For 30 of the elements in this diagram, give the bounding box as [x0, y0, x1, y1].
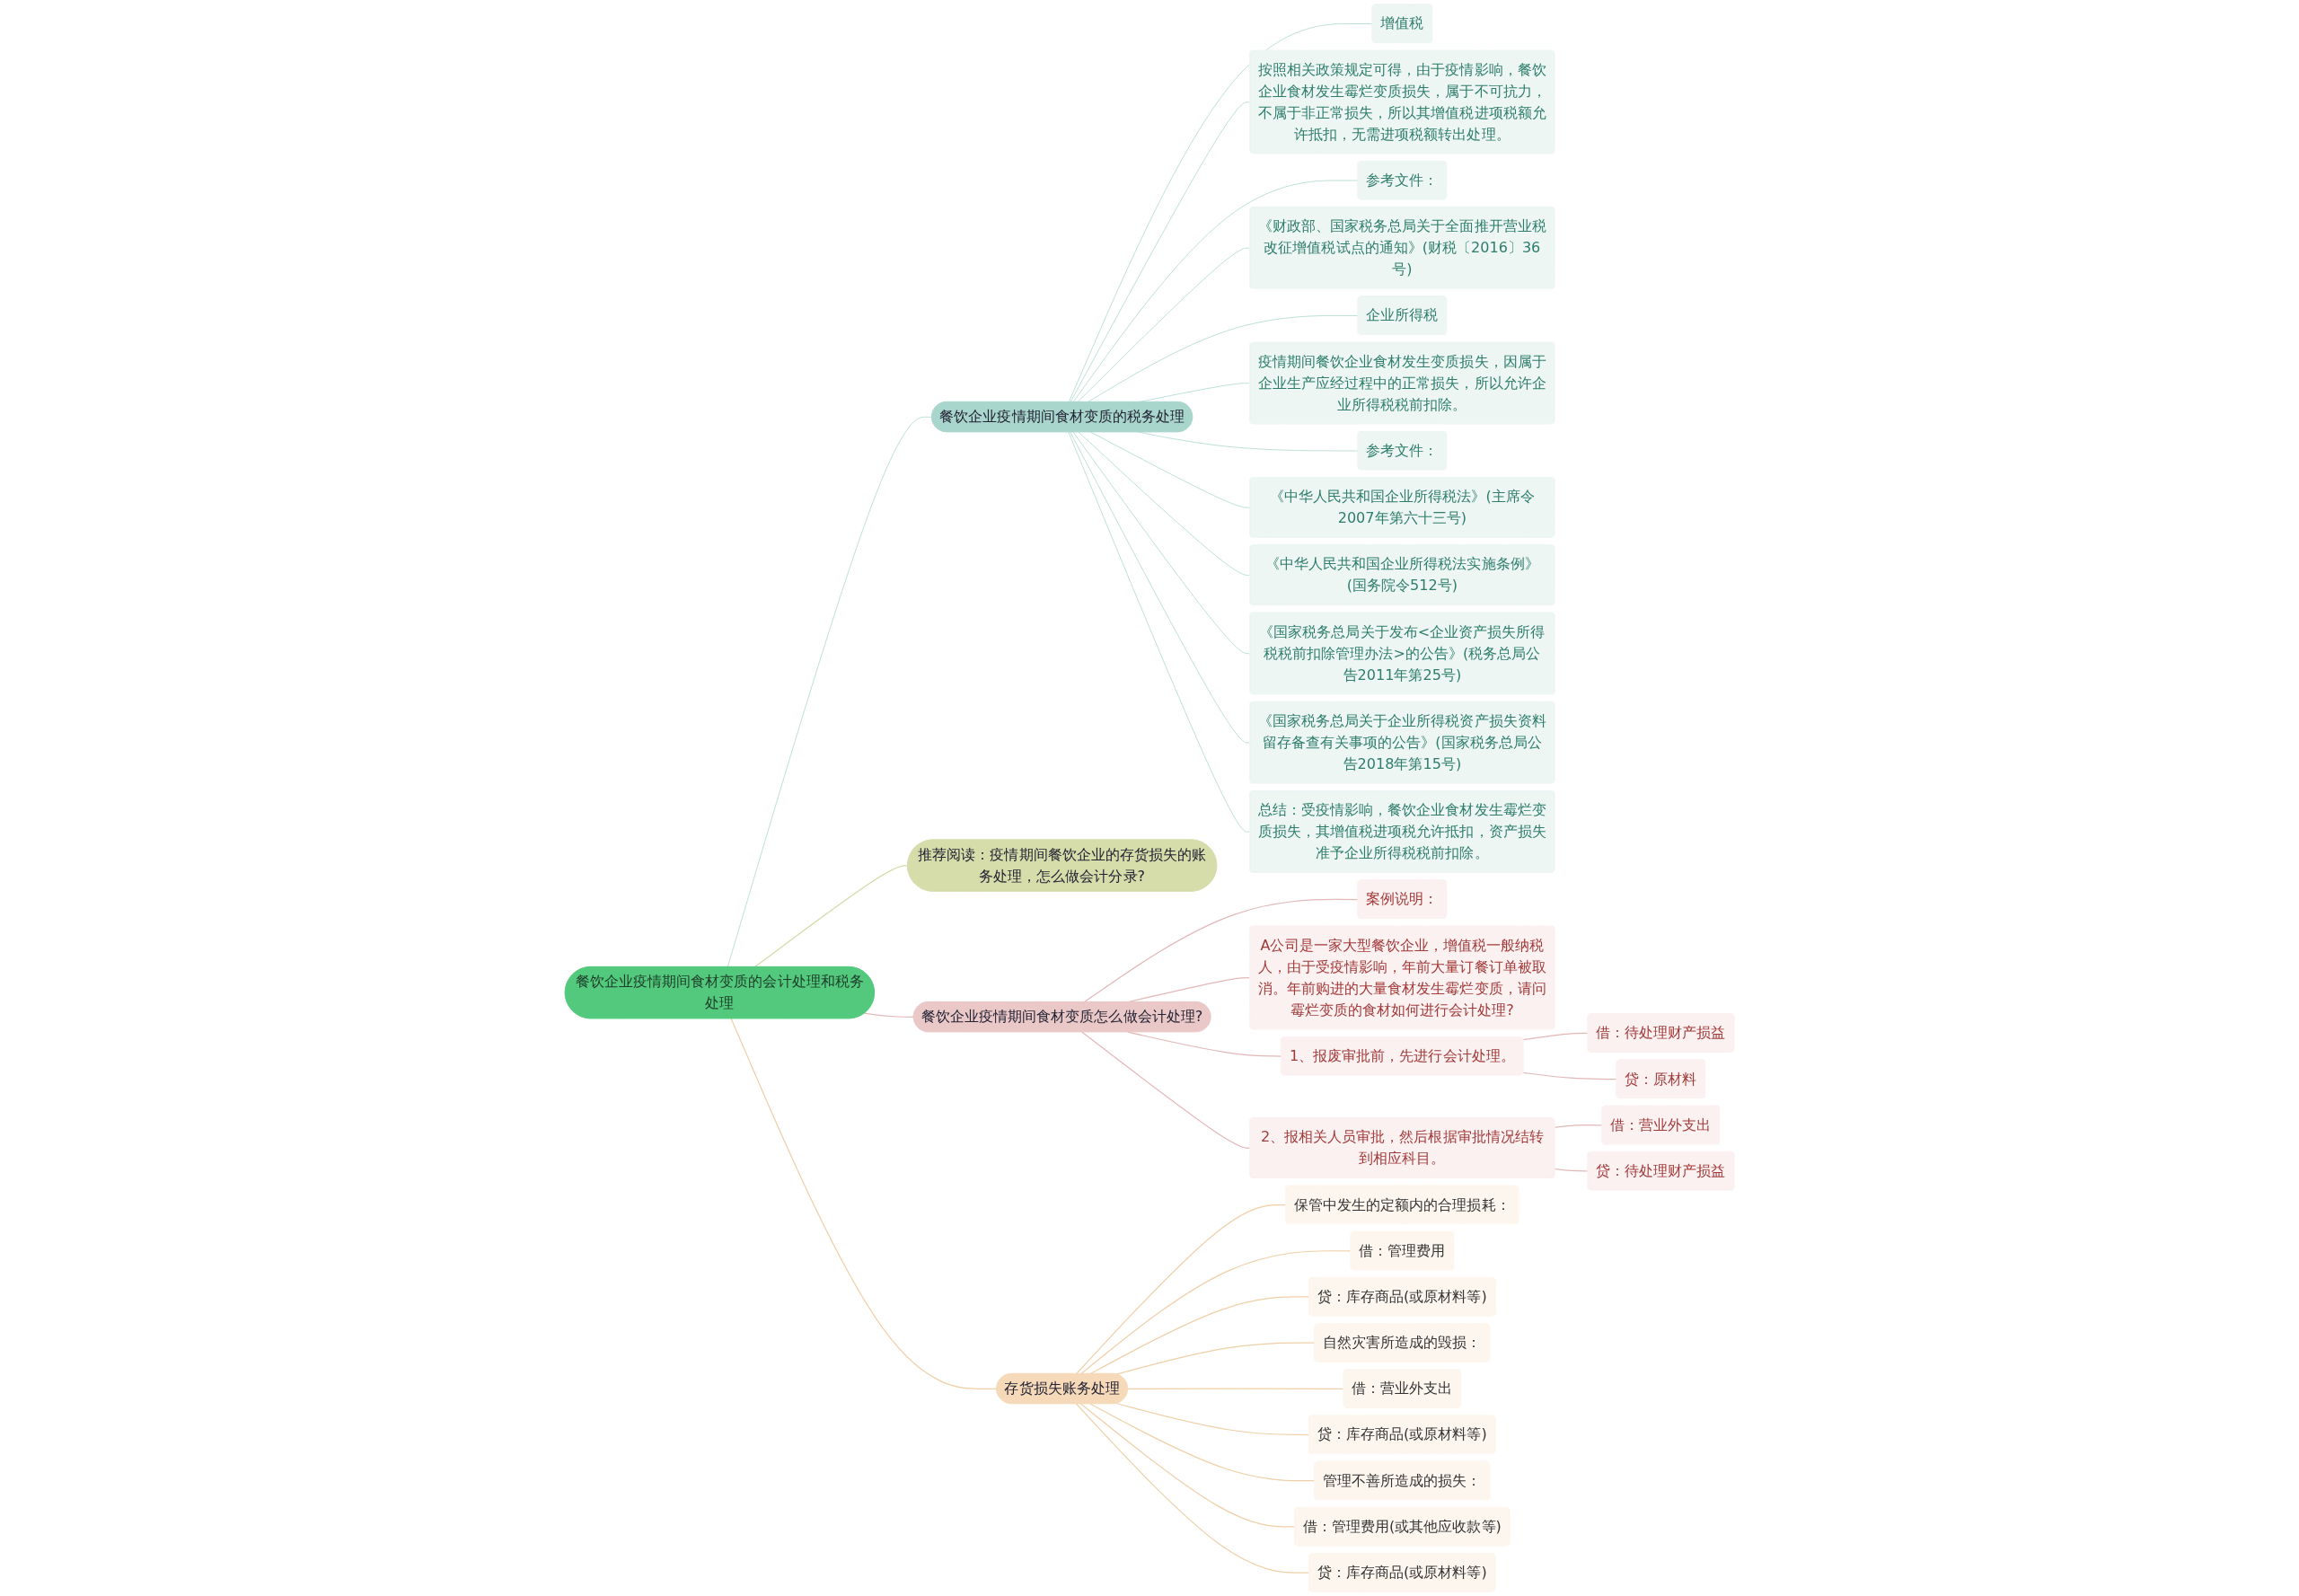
connector — [1080, 1250, 1352, 1375]
connector — [730, 1018, 998, 1389]
connector — [1077, 247, 1251, 403]
connector — [1081, 1031, 1251, 1149]
connector — [1554, 1124, 1603, 1128]
connector — [1554, 1168, 1589, 1172]
connector — [1115, 1342, 1316, 1375]
connector — [1068, 23, 1373, 403]
connector — [753, 865, 909, 968]
connector — [1127, 1388, 1344, 1389]
connector — [1070, 101, 1251, 403]
connector — [1090, 431, 1251, 508]
connector — [727, 417, 933, 968]
connector — [1068, 431, 1251, 833]
connector — [1127, 1031, 1282, 1057]
connector — [1089, 1403, 1316, 1482]
connector — [1115, 1402, 1310, 1436]
connector — [1075, 1204, 1287, 1375]
connector — [1078, 431, 1251, 576]
connector — [1089, 1296, 1310, 1375]
connector — [1083, 898, 1359, 1003]
connector — [1080, 1403, 1296, 1528]
connector — [1522, 1071, 1617, 1080]
connector — [1087, 315, 1359, 403]
connector — [1072, 180, 1359, 403]
connector — [1070, 431, 1251, 744]
connector — [1522, 1032, 1589, 1041]
connector — [1072, 431, 1251, 654]
connector — [1075, 1403, 1310, 1574]
connector — [1138, 431, 1359, 452]
